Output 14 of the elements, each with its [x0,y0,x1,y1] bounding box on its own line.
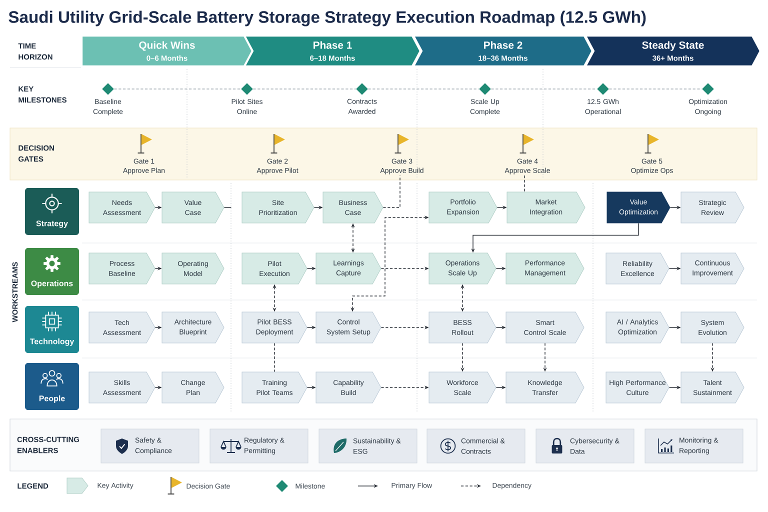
title: Saudi Utility Grid-Scale Battery Storage Strategy Execution Roadmap (12.5 GWh) [8,10,646,26]
dashed-line [524,175,525,192]
dashed-line [490,88,598,90]
workstream-tile: Strategy [25,188,79,235]
dashed-line [252,88,356,90]
workstream-tile: Operations [25,248,79,295]
dashed-line [368,88,480,90]
dashed-line [274,342,275,372]
dashed-line [608,88,702,90]
workstream-tile: Technology [25,306,79,353]
dashed-line [382,175,400,208]
workstream-tile: People [25,363,79,410]
line [224,207,232,208]
dashed-line [114,88,242,90]
